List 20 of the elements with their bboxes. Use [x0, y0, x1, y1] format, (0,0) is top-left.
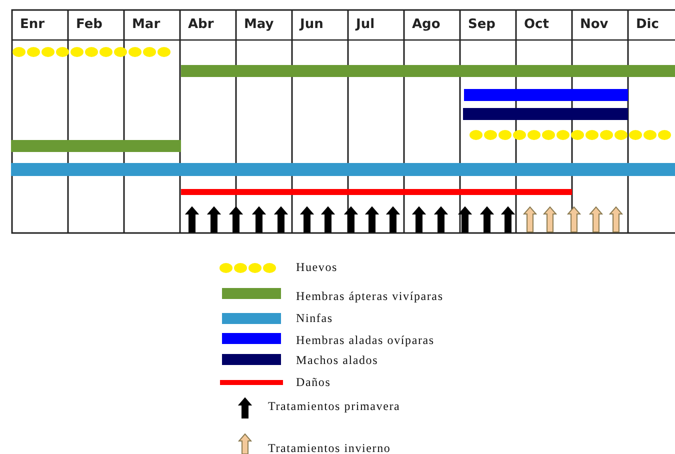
month-label: Jul: [356, 17, 375, 32]
legend-label: Hembras aladas ovíparas: [296, 333, 434, 348]
month-label: Oct: [524, 17, 549, 32]
month-label: Ago: [412, 17, 440, 32]
month-label: Abr: [188, 17, 214, 32]
month-label: Feb: [76, 17, 102, 32]
legend-label: Ninfas: [296, 311, 333, 326]
legend-label: Tratamientos primavera: [268, 399, 400, 414]
legend-label: Huevos: [296, 260, 338, 275]
legend-label: Daños: [296, 375, 331, 390]
legend-label: Hembras ápteras vivíparas: [296, 289, 444, 304]
month-label: Nov: [580, 17, 608, 32]
legend-label: Tratamientos invierno: [268, 441, 391, 454]
month-label: Mar: [132, 17, 160, 32]
month-label: May: [244, 17, 274, 32]
month-label: Jun: [300, 17, 324, 32]
month-label: Enr: [20, 17, 45, 32]
legend-label: Machos alados: [296, 353, 378, 368]
month-label: Sep: [468, 17, 496, 32]
month-label: Dic: [636, 17, 659, 32]
